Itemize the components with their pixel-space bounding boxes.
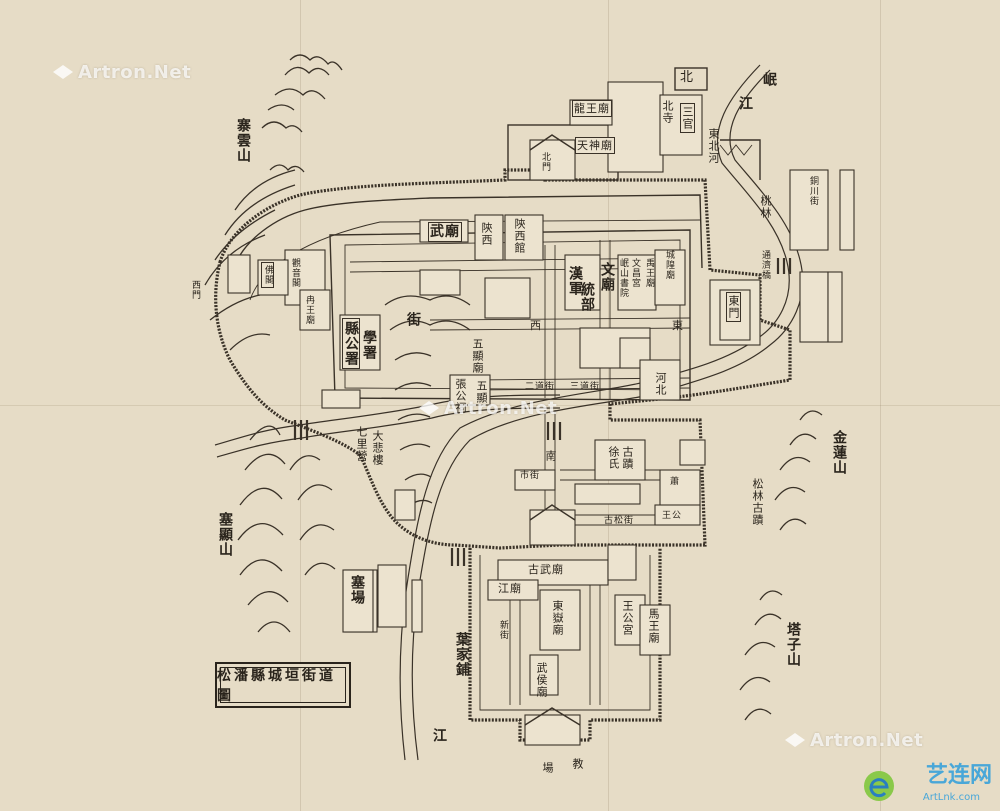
watermark-artron-3-text: Artron.Net bbox=[810, 730, 924, 751]
watermark-artron-2-text: Artron.Net bbox=[444, 398, 558, 419]
xu-family: 徐氏 bbox=[607, 446, 620, 470]
dongyue-temple: 東嶽廟 bbox=[551, 600, 564, 636]
building-blocks bbox=[257, 169, 855, 696]
hebei-label: 河北 bbox=[654, 372, 667, 396]
ancient-site: 古蹟 bbox=[621, 446, 634, 470]
east-mountains bbox=[739, 410, 823, 721]
west-street: 西 bbox=[530, 319, 542, 332]
market-street: 市街 bbox=[520, 471, 541, 481]
temple-sanguan: 三官 bbox=[680, 103, 695, 133]
songlin-ruins: 松林古蹟 bbox=[751, 478, 764, 526]
yejia-shop: 葉家鋪 bbox=[454, 632, 470, 677]
taolin: 桃林 bbox=[759, 195, 772, 219]
east-gate: 東門 bbox=[726, 292, 741, 322]
xiao-label: 蕭 bbox=[668, 476, 678, 486]
watermark-cn: 艺连网 bbox=[925, 763, 992, 788]
south-gate: 南 bbox=[544, 450, 557, 462]
bridges bbox=[293, 144, 792, 566]
mountain-east-upper: 金蓮山 bbox=[831, 430, 847, 475]
third-street: 三道街 bbox=[570, 382, 601, 392]
map-title: 松潘縣城垣街道圖 bbox=[215, 662, 351, 708]
jiang-temple: 江廟 bbox=[498, 582, 522, 595]
tongji-bridge: 通濟橋 bbox=[760, 250, 770, 280]
shaanxi-label: 陝西 bbox=[480, 222, 493, 246]
river-east: 東北河 bbox=[707, 128, 720, 164]
north-annex bbox=[507, 81, 761, 181]
watermark-artron-3: Artron.Net bbox=[784, 730, 923, 751]
old-wu-temple: 古武廟 bbox=[528, 563, 564, 576]
wanggong-palace: 王公宮 bbox=[621, 600, 634, 636]
county-office: 縣公署 bbox=[342, 318, 360, 369]
watermark-cn-sub: ArtLnk.com bbox=[922, 792, 980, 803]
west-gate: 西門 bbox=[190, 280, 200, 300]
temple-longwang: 龍王廟 bbox=[572, 100, 612, 117]
river-min: 岷 bbox=[761, 72, 777, 87]
watermark-artron-1-text: Artron.Net bbox=[78, 62, 192, 83]
temple-north-si: 北寺 bbox=[661, 100, 674, 124]
tongchuan-street: 銅川街 bbox=[808, 176, 818, 206]
mountain-west-bottom: 塞顯山 bbox=[217, 512, 233, 557]
hanjun-tongbu: 漢軍 bbox=[567, 266, 583, 296]
river-jiang-bottom: 江 bbox=[431, 728, 447, 743]
west-mountains bbox=[204, 54, 343, 633]
ranwang-temple: 冉王廟 bbox=[304, 295, 314, 325]
artron-logo-icon bbox=[53, 65, 73, 79]
gusong-street: 古松街 bbox=[604, 516, 635, 526]
yuwang-temple: 禹王廟 bbox=[644, 258, 654, 288]
shaanxi-guild: 陝西館 bbox=[513, 218, 526, 254]
artron-logo-icon bbox=[419, 401, 439, 415]
sw-structures bbox=[342, 569, 374, 633]
artlnk-logo-icon bbox=[864, 771, 894, 801]
compass-box bbox=[674, 67, 708, 91]
mountain-east-lower: 塔子山 bbox=[785, 622, 801, 667]
mawang-temple: 馬王廟 bbox=[647, 608, 660, 644]
north-gate: 北門 bbox=[540, 152, 550, 172]
minshan-academy: 岷山書院 bbox=[618, 258, 628, 298]
wenchang-palace: 文昌宮 bbox=[630, 258, 640, 288]
compass-north: 北 bbox=[680, 70, 695, 85]
temple-tianshen: 天神廟 bbox=[575, 137, 615, 154]
east-street: 東 bbox=[672, 319, 684, 332]
street-label: 街 bbox=[405, 312, 421, 327]
wanggong-label: 王公 bbox=[662, 511, 683, 521]
temple-wen: 文廟 bbox=[599, 262, 615, 292]
sw-field-1: 塞場 bbox=[349, 575, 365, 605]
temple-wu: 武廟 bbox=[428, 222, 462, 242]
qili-camp: 七里營 bbox=[355, 426, 368, 462]
watermark-artron-1: Artron.Net bbox=[52, 62, 191, 83]
wuhou-temple: 武侯廟 bbox=[535, 662, 548, 698]
chang-label: 場 bbox=[541, 762, 554, 774]
jiao-label: 教 bbox=[571, 758, 584, 770]
map-title-text: 松潘縣城垣街道圖 bbox=[217, 668, 336, 704]
school-office: 學署 bbox=[361, 330, 377, 360]
second-street: 二道街 bbox=[525, 382, 556, 392]
wuxian-temple: 五顯廟 bbox=[471, 338, 484, 374]
guanyin-pavilion: 觀音閣 bbox=[290, 258, 300, 288]
buddha-pavilion: 佛閣 bbox=[261, 262, 274, 288]
chenghuang-temple: 城隍廟 bbox=[664, 250, 674, 280]
watermark-artron-2: Artron.Net bbox=[418, 398, 557, 419]
zhang-shrine: 張公祠 bbox=[454, 378, 467, 414]
artron-logo-icon bbox=[785, 733, 805, 747]
tongbu-label: 統部 bbox=[579, 282, 595, 312]
new-street: 新街 bbox=[498, 620, 508, 640]
dabei-tower: 大悲樓 bbox=[371, 430, 384, 466]
river-jiang-top: 江 bbox=[737, 96, 753, 111]
gates bbox=[227, 134, 751, 746]
mountain-west-top: 寨雲山 bbox=[235, 118, 251, 163]
compass-label: 北 bbox=[679, 69, 695, 86]
wuxian-label: 五顯 bbox=[475, 380, 488, 404]
